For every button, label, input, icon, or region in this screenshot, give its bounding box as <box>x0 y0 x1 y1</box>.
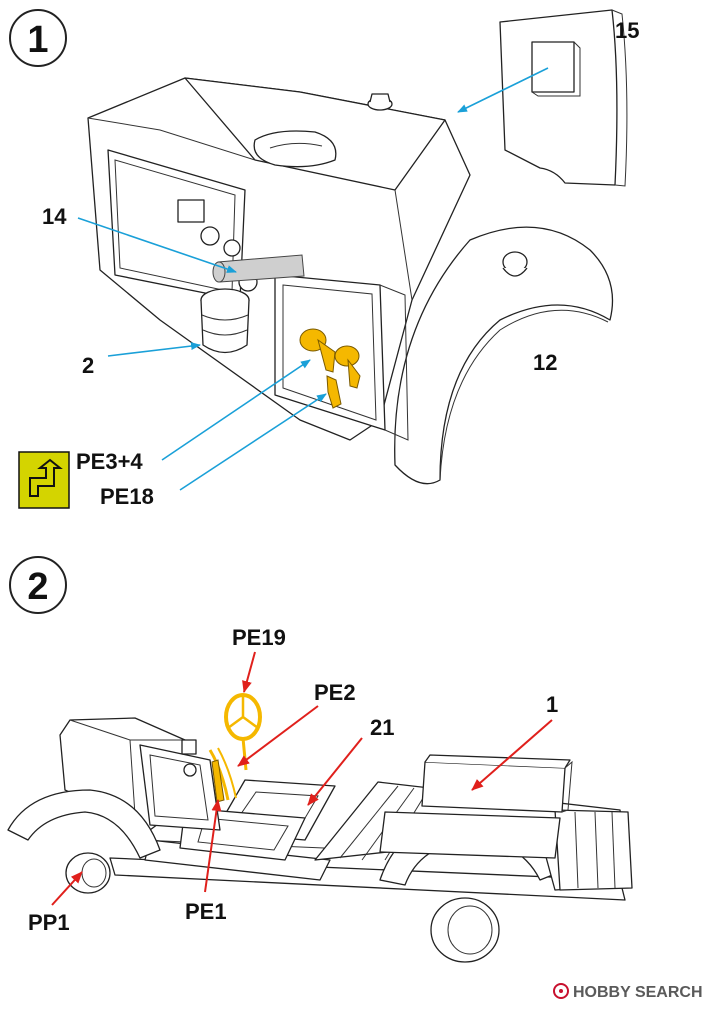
step-2: 2 <box>7 556 633 963</box>
part-2-canister <box>200 288 250 354</box>
label-14: 14 <box>42 204 67 229</box>
part-12-fender <box>394 226 614 485</box>
step-1: 1 <box>9 9 639 509</box>
label-21: 21 <box>370 715 394 740</box>
step-1-number: 1 <box>27 19 48 61</box>
label-12: 12 <box>533 350 557 375</box>
label-2: 2 <box>82 353 94 378</box>
label-pe19: PE19 <box>232 625 286 650</box>
label-pe3-4: PE3+4 <box>76 449 143 474</box>
front-cab <box>59 717 221 831</box>
part-15-panel <box>499 9 628 187</box>
step-2-badge: 2 <box>9 556 67 614</box>
pe2-lever <box>208 747 237 801</box>
pe18-lever <box>326 375 342 409</box>
pe3-4-pedals <box>299 328 361 389</box>
flip-part-icon <box>18 451 70 509</box>
label-pe18: PE18 <box>100 484 154 509</box>
label-15: 15 <box>615 18 639 43</box>
step-1-callout-arrows <box>77 67 549 491</box>
step-2-callout-arrows <box>51 651 553 906</box>
step-1-badge: 1 <box>9 9 67 67</box>
label-pe1: PE1 <box>185 899 227 924</box>
watermark-text: HOBBY SEARCH <box>573 984 703 1001</box>
part-1-box <box>379 754 573 859</box>
step-2-number: 2 <box>27 566 48 608</box>
pe1-pedal <box>211 759 225 803</box>
label-1: 1 <box>546 692 558 717</box>
label-pe2: PE2 <box>314 680 356 705</box>
watermark: HOBBY SEARCH <box>553 983 703 1001</box>
label-pp1: PP1 <box>28 910 70 935</box>
pe19-steering-wheel <box>224 693 262 771</box>
